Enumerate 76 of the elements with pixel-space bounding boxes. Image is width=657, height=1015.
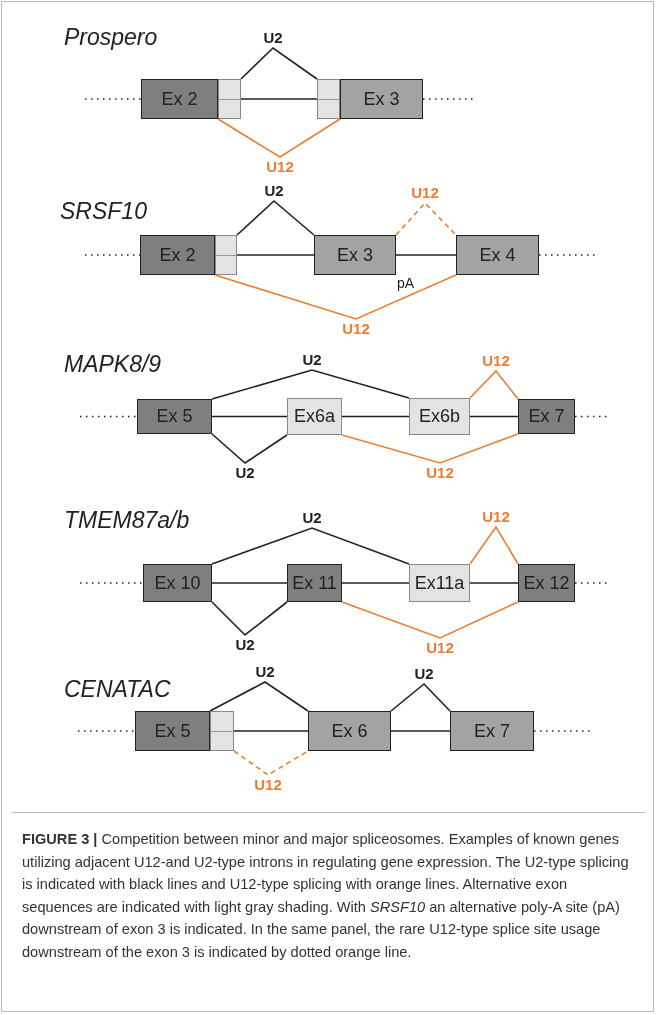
continuation-line xyxy=(538,254,596,256)
exon-box: Ex 5 xyxy=(137,399,212,434)
exon-box: Ex6a xyxy=(287,398,342,435)
continuation-line xyxy=(533,730,591,732)
edge-label: U12 xyxy=(342,321,370,337)
edge-label: U12 xyxy=(426,640,454,656)
exon-box: Ex 10 xyxy=(143,564,212,602)
continuation-line xyxy=(84,98,142,100)
splice-line xyxy=(211,369,410,400)
gene-name: MAPK8/9 xyxy=(64,351,162,378)
intron-line xyxy=(236,254,315,256)
exon-box: Ex 7 xyxy=(450,711,534,751)
splice-line xyxy=(395,201,457,236)
intron-line xyxy=(211,415,288,418)
alternative-exon-box xyxy=(218,79,241,119)
splice-line xyxy=(469,525,519,565)
exon-box: Ex 4 xyxy=(456,235,539,275)
splice-line xyxy=(211,433,288,464)
edge-label: U12 xyxy=(266,159,294,175)
continuation-line xyxy=(79,415,138,418)
exon-box: Ex 5 xyxy=(135,711,210,751)
edge-label: U12 xyxy=(411,185,439,201)
splice-line xyxy=(211,527,410,565)
edge-label: U2 xyxy=(414,666,434,682)
splice-line xyxy=(233,750,309,776)
intron-line xyxy=(233,730,309,732)
exon-box: Ex 3 xyxy=(314,235,396,275)
exon-box: Ex 3 xyxy=(340,79,423,119)
edge-label: U2 xyxy=(302,510,322,526)
intron-line xyxy=(341,582,410,584)
splice-line xyxy=(390,682,451,712)
intron-line xyxy=(395,254,457,256)
splice-line xyxy=(240,46,318,80)
gene-name: TMEM87a/b xyxy=(64,507,190,534)
intron-line xyxy=(240,98,318,100)
site-label: pA xyxy=(397,276,415,291)
edge-label: U2 xyxy=(235,465,255,481)
gene-name: Prospero xyxy=(64,24,158,51)
splice-line xyxy=(209,681,309,712)
edge-label: U2 xyxy=(264,183,284,199)
alternative-exon-box xyxy=(210,711,234,751)
alternative-exon-box xyxy=(215,235,237,275)
gene-name: CENATAC xyxy=(64,676,171,703)
continuation-line xyxy=(77,730,136,732)
figure-caption: FIGURE 3 | Competition between minor and major spliceosomes. Examples of known genes utilizing adjacent U12-and U2-type introns in regulating gene expression. The U2-type splicing is indicated with black lines and U12-type splicing with orange lines. Alternative exon sequences are indicated with light gray shading. With SRSF10 an alternative poly-A site (pA) downstream of exon 3 is indicated. In the same panel, the rare U12-type splice site usage downstream of the exon 3 is indicated by dotted orange line. xyxy=(22,830,630,962)
edge-label: U2 xyxy=(255,664,275,680)
intron-line xyxy=(341,415,410,418)
exon-box: Ex11a xyxy=(409,564,470,602)
exon-box: Ex 6 xyxy=(308,711,391,751)
intron-line xyxy=(390,730,451,732)
edge-label: U2 xyxy=(235,637,255,653)
exon-box: Ex 11 xyxy=(287,564,342,602)
splice-line xyxy=(236,199,315,236)
edge-label: U12 xyxy=(254,777,282,793)
intron-line xyxy=(469,582,519,584)
gene-name: SRSF10 xyxy=(60,198,147,225)
exon-box: Ex 12 xyxy=(518,564,575,602)
intron-line xyxy=(211,582,288,584)
splice-line xyxy=(214,274,457,320)
continuation-line xyxy=(79,582,144,584)
edge-label: U12 xyxy=(426,465,454,481)
edge-label: U12 xyxy=(482,353,510,369)
splice-line xyxy=(341,601,519,639)
edge-label: U2 xyxy=(302,352,322,368)
splice-line xyxy=(217,118,341,158)
splice-line xyxy=(341,433,519,464)
exon-box: Ex 2 xyxy=(141,79,218,119)
edge-label: U2 xyxy=(263,30,283,46)
intron-line xyxy=(469,415,519,418)
splice-line xyxy=(469,369,519,400)
exon-box: Ex 7 xyxy=(518,399,575,434)
exon-box: Ex6b xyxy=(409,398,470,435)
alternative-exon-box xyxy=(317,79,340,119)
edge-label: U12 xyxy=(482,509,510,525)
splice-line xyxy=(211,601,288,637)
exon-box: Ex 2 xyxy=(140,235,215,275)
